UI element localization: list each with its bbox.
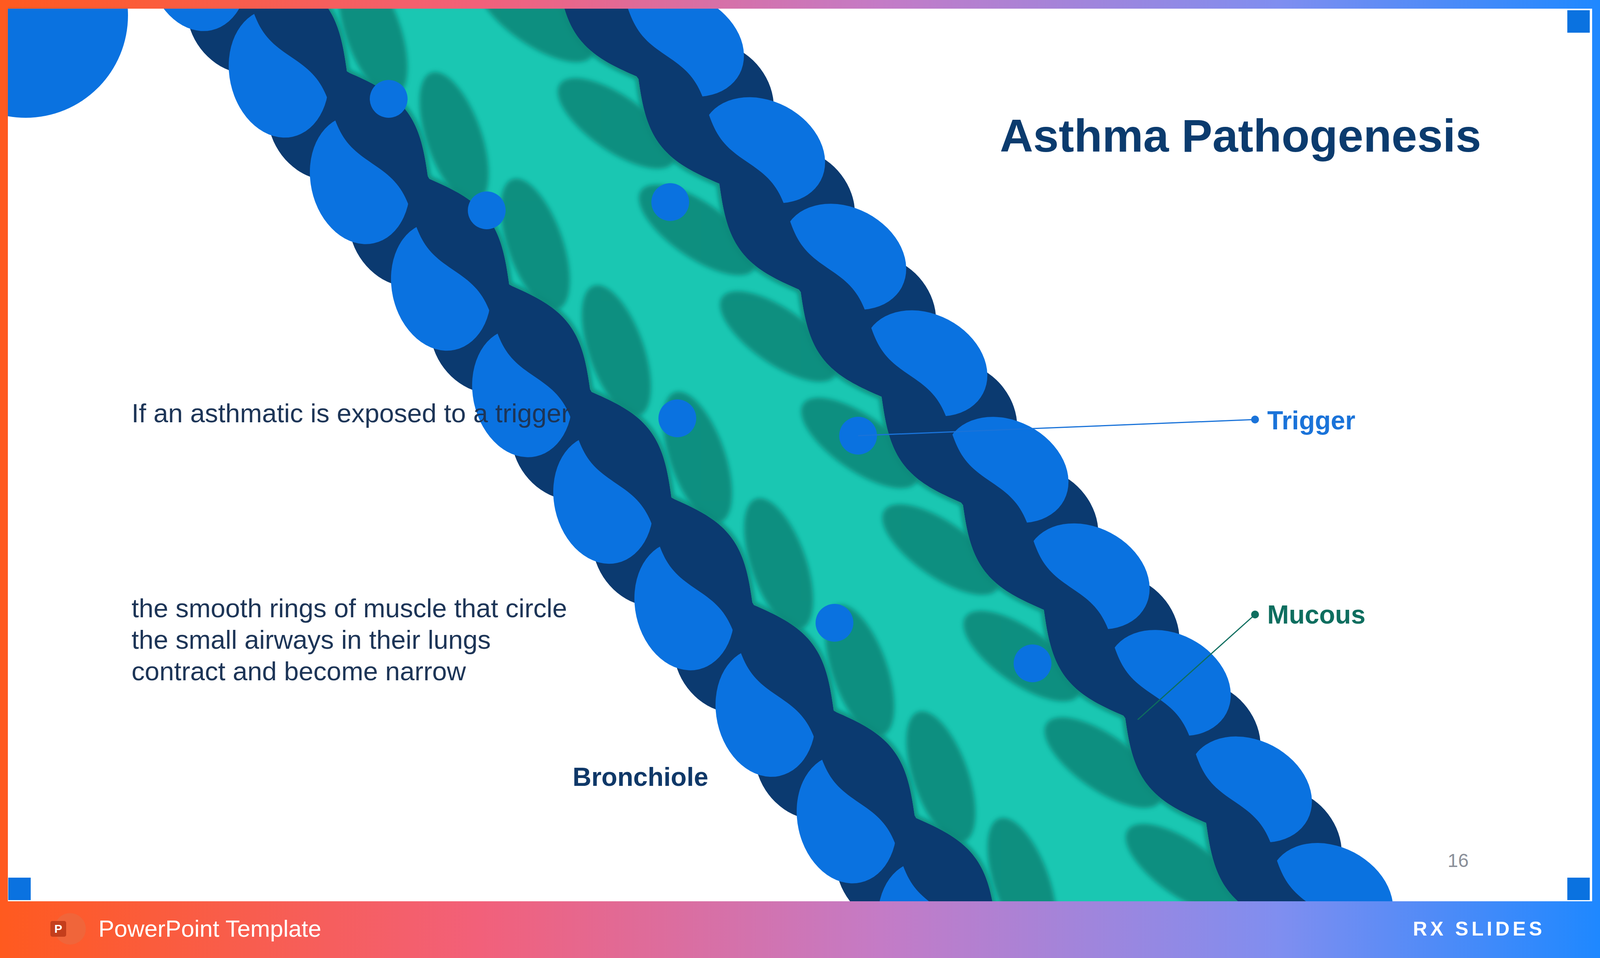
mucus-blob: [787, 381, 933, 505]
leader-line: [858, 419, 1256, 436]
corner-circle: [7, 8, 128, 118]
mucus-blob: [648, 383, 747, 532]
corner-square: [1567, 877, 1590, 900]
bronchiole-illustration: [7, 8, 1593, 902]
mucus-blob: [891, 702, 990, 851]
illustration-clip: [7, 8, 1593, 902]
mucus-blob: [625, 168, 770, 292]
corner-square: [8, 877, 31, 900]
mucus-blob: [463, 8, 608, 79]
mucus-blob: [567, 276, 666, 425]
lumen-contents: [99, 8, 1539, 902]
callout-label: Mucous: [1267, 598, 1366, 631]
trigger-particle: [651, 183, 690, 221]
leader-dot: [1251, 415, 1259, 424]
wall-scallops: [57, 8, 1593, 902]
trigger-particle: [815, 603, 854, 642]
mucus-blob: [544, 61, 689, 186]
mucus-blob: [405, 63, 503, 212]
muscle-rings: [7, 8, 1593, 902]
bronchiole-body: [7, 8, 1593, 902]
body-text: the smooth rings of muscle that circle t…: [131, 592, 581, 687]
mucus-blob: [973, 809, 1071, 902]
mucus-blob: [810, 596, 909, 745]
trigger-dots: [369, 79, 1052, 683]
trigger-particle: [369, 79, 408, 118]
mucus-blob: [1112, 806, 1257, 902]
mucus-blob: [706, 274, 851, 399]
page-number: 16: [1447, 848, 1469, 873]
trigger-particle: [658, 399, 697, 438]
mucus-blob: [868, 487, 1014, 612]
part-label: Bronchiole: [572, 760, 709, 793]
slide-title: Asthma Pathogenesis: [999, 109, 1482, 163]
app-icon-tile: [50, 920, 67, 937]
footer-text: PowerPoint Template: [98, 914, 322, 943]
mucus-blob: [729, 489, 828, 638]
corner-square: [1567, 10, 1590, 33]
mucus-blob: [1030, 700, 1176, 825]
trigger-particle: [1013, 644, 1052, 683]
leader-dot: [1251, 610, 1259, 619]
mucus-blob: [486, 170, 585, 319]
icon-letter: P: [50, 920, 67, 937]
brand-logo: RX SLIDES: [1412, 916, 1546, 941]
mucus-blob: [949, 593, 1095, 718]
trigger-particle: [467, 191, 506, 230]
callout-label: Trigger: [1267, 404, 1356, 436]
body-text: If an asthmatic is exposed to a trigger: [131, 397, 581, 429]
leader-line: [1137, 614, 1256, 720]
